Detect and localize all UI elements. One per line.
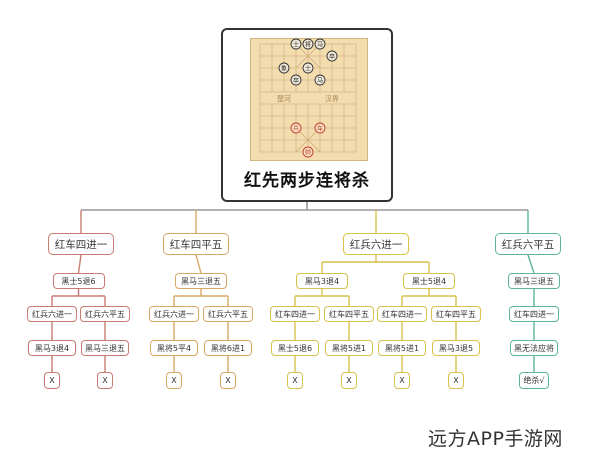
result-node: X (287, 372, 303, 389)
response-node: 黑马3退5 (432, 340, 480, 356)
move-node: 红兵六平五 (203, 306, 253, 322)
chess-piece-black: 马 (314, 74, 326, 86)
response-node: 黑士5退6 (271, 340, 319, 356)
move-node: 红兵六进一 (149, 306, 199, 322)
chess-piece-red: 兵 (290, 122, 302, 134)
result-node: X (97, 372, 113, 389)
svg-text:兵: 兵 (293, 124, 299, 132)
svg-text:马: 马 (317, 76, 323, 84)
chess-piece-black: 士 (290, 38, 302, 50)
result-node: X (341, 372, 357, 389)
chess-piece-black: 卒 (326, 50, 338, 62)
branch-node: 红兵六平五 (495, 233, 561, 255)
response-node: 黑马三退五 (175, 273, 227, 289)
result-node: X (220, 372, 236, 389)
chess-piece-red: 车 (314, 122, 326, 134)
response-node: 黑将5平4 (150, 340, 198, 356)
chess-piece-black: 卒 (290, 74, 302, 86)
move-node: 红车四平五 (431, 306, 481, 322)
watermark-text: 远方APP手游网 (428, 428, 563, 450)
svg-text:马: 马 (317, 40, 323, 48)
root-node: 楚河汉界将士马卒象士卒马兵车帅 红先两步连将杀 (221, 28, 393, 202)
result-node: X (166, 372, 182, 389)
move-node: 红车四进一 (377, 306, 427, 322)
river-left-text: 楚河 (277, 94, 291, 103)
chess-piece-black: 象 (278, 62, 290, 74)
response-node: 黑马3退4 (28, 340, 76, 356)
chess-piece-black: 士 (302, 62, 314, 74)
river-right-text: 汉界 (325, 95, 339, 103)
move-node: 红兵六平五 (80, 306, 130, 322)
response-node: 黑无法应将 (510, 340, 558, 356)
svg-text:车: 车 (317, 124, 323, 132)
branch-node: 红兵六进一 (343, 233, 409, 255)
move-node: 红兵六进一 (27, 306, 77, 322)
svg-text:帅: 帅 (305, 148, 311, 156)
svg-text:象: 象 (281, 64, 287, 72)
branch-node: 红车四平五 (163, 233, 229, 255)
chess-piece-black: 将 (302, 38, 314, 50)
response-node: 黑将5进1 (325, 340, 373, 356)
move-node: 红车四进一 (270, 306, 320, 322)
board-background (249, 37, 369, 162)
branch-node: 红车四进一 (48, 233, 114, 255)
svg-text:卒: 卒 (293, 76, 299, 84)
result-node: X (44, 372, 60, 389)
move-node: 红车四平五 (324, 306, 374, 322)
response-node: 黑将6进1 (204, 340, 252, 356)
chess-piece-red: 帅 (302, 146, 314, 158)
response-node: 黑马三退五 (81, 340, 129, 356)
svg-text:将: 将 (305, 40, 311, 48)
root-title: 红先两步连将杀 (244, 171, 370, 191)
response-node: 黑士5退4 (403, 273, 455, 289)
response-node: 黑马三退五 (508, 273, 560, 289)
response-node: 黑士5退6 (52, 273, 105, 289)
result-node: X (448, 372, 464, 389)
chess-piece-black: 马 (314, 38, 326, 50)
svg-text:卒: 卒 (329, 52, 335, 60)
svg-text:士: 士 (293, 40, 299, 48)
response-node: 黑将5进1 (378, 340, 426, 356)
svg-text:士: 士 (305, 64, 311, 72)
move-node: 红车四进一 (509, 306, 559, 322)
result-node: X (394, 372, 410, 389)
response-node: 黑马3退4 (296, 273, 348, 289)
chess-board: 楚河汉界将士马卒象士卒马兵车帅 (249, 37, 369, 162)
result-node: 绝杀√ (519, 372, 549, 389)
